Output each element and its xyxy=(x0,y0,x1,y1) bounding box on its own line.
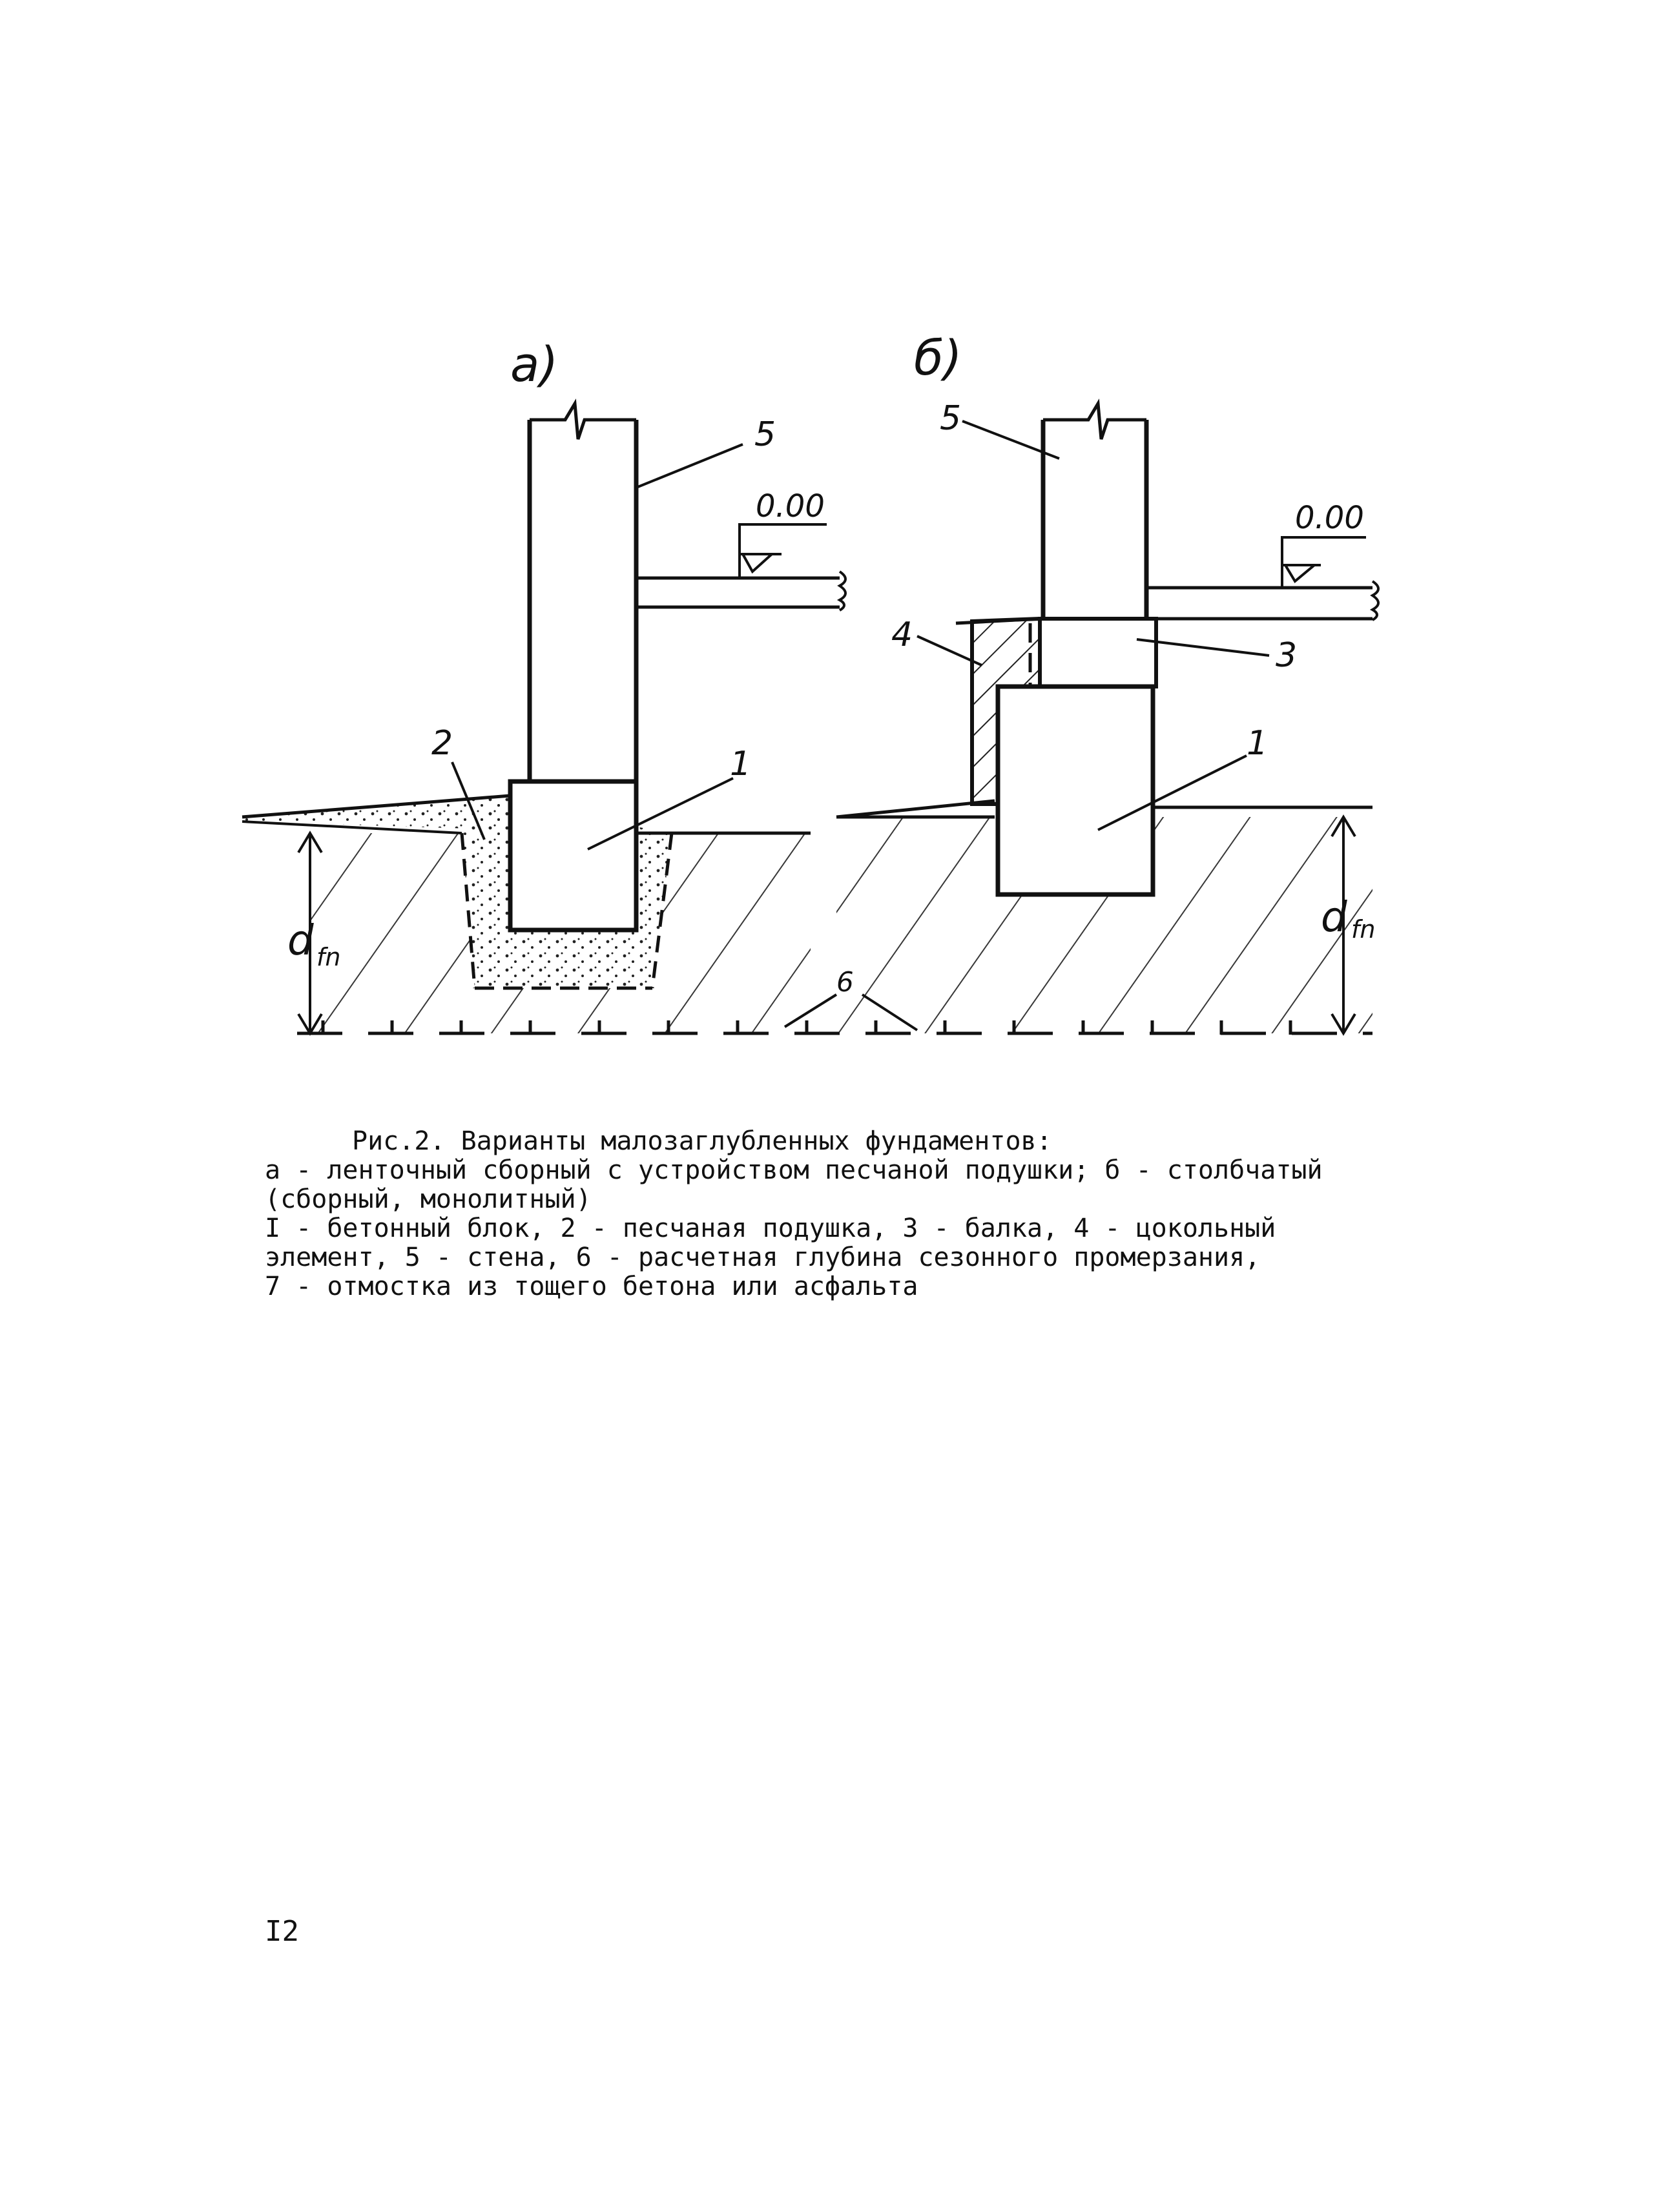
frost-depth-line: 6 xyxy=(297,966,1372,1035)
foundation-drawing: а) xyxy=(242,331,1380,1036)
floor-slab-b xyxy=(1146,580,1380,621)
panel-a-label: а) xyxy=(510,337,558,393)
soil-hatch-a xyxy=(310,833,811,1033)
level-label-b: 0.00 xyxy=(1295,500,1364,536)
sand-cushion xyxy=(462,794,672,988)
callout-a-sand: 2 xyxy=(431,724,453,763)
level-mark-a: 0.00 xyxy=(738,488,827,578)
concrete-block-a xyxy=(508,779,639,933)
depth-sub-b: fn xyxy=(1351,915,1375,944)
panel-a: а) xyxy=(242,337,847,1036)
depth-sub-a: fn xyxy=(316,943,340,971)
caption-legend-3: 7 - отмостка из тощего бетона или асфаль… xyxy=(265,1272,918,1301)
caption-legend-1: I - бетонный блок, 2 - песчаная подушка,… xyxy=(265,1214,1276,1243)
level-label-a: 0.00 xyxy=(756,488,825,524)
depth-dimension-b: d fn xyxy=(1321,814,1375,1036)
floor-slab-a xyxy=(636,570,847,612)
panel-b: б) xyxy=(836,331,1380,1036)
depth-label-b: d xyxy=(1321,894,1347,942)
callout-b-block: 1 xyxy=(1247,724,1268,763)
callout-a-wall: 5 xyxy=(754,415,776,454)
soil-hatch-b xyxy=(836,817,1372,1033)
depth-dimension-a: d fn xyxy=(287,831,340,1036)
concrete-block-b xyxy=(995,684,1155,897)
caption-legend-2: элемент, 5 - стена, 6 - расчетная глубин… xyxy=(265,1243,1261,1272)
callout-frost-depth: 6 xyxy=(836,966,854,998)
callout-b-beam: 3 xyxy=(1276,636,1297,675)
panel-b-label: б) xyxy=(914,331,962,386)
callout-a-block: 1 xyxy=(730,745,751,783)
beam xyxy=(1038,617,1158,688)
figure-caption: Рис.2. Варианты малозаглубленных фундаме… xyxy=(265,1127,1440,1301)
caption-title: Рис.2. Варианты малозаглубленных фундаме… xyxy=(352,1126,1052,1156)
level-mark-b: 0.00 xyxy=(1281,500,1366,588)
blind-area-a xyxy=(242,796,510,830)
caption-line-a-cont: (сборный, монолитный) xyxy=(265,1184,592,1214)
wall-b xyxy=(1041,398,1149,619)
callout-b-wall: 5 xyxy=(940,399,961,438)
depth-label-a: d xyxy=(287,917,314,965)
wall-a xyxy=(527,398,639,781)
page-number: I2 xyxy=(265,1915,299,1948)
callout-b-plinth: 4 xyxy=(891,615,913,654)
caption-line-a: а - ленточный сборный с устройством песч… xyxy=(265,1155,1323,1185)
